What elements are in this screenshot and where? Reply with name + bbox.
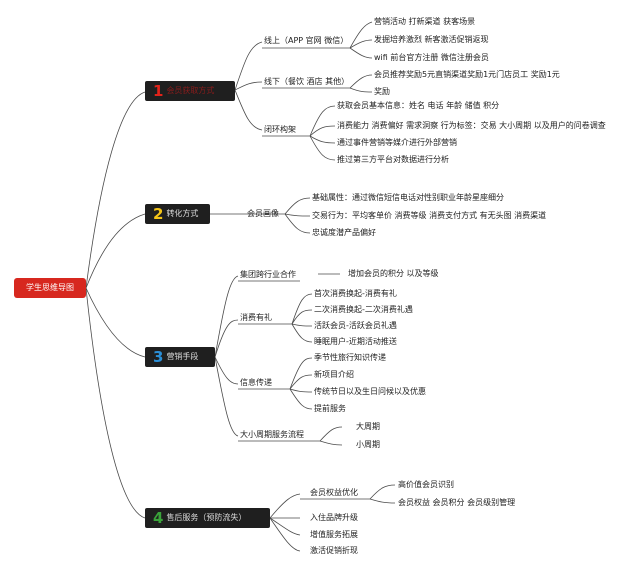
leaf-consume-3[interactable]: 活跃会员-活跃会员礼遇 (314, 321, 397, 330)
leaf-rights-1[interactable]: 高价值会员识别 (398, 480, 454, 489)
node-consume-gift[interactable]: 消费有礼 (240, 313, 272, 322)
node-group-cooperation[interactable]: 集团跨行业合作 (240, 270, 296, 279)
leaf-online-1[interactable]: 营销活动 打新渠道 获客场景 (374, 17, 476, 26)
leaf-closed-3[interactable]: 通过事件营销等媒介进行外部营销 (337, 138, 457, 147)
branch-3-number: 3 (153, 348, 164, 366)
node-closed-loop[interactable]: 闭环构架 (264, 125, 296, 134)
leaf-group-1[interactable]: 增加会员的积分 以及等级 (348, 269, 439, 278)
leaf-info-1[interactable]: 季节性旅行知识传递 (314, 353, 386, 362)
root-node[interactable]: 学生思维导图 (14, 278, 86, 298)
branch-4-label: 售后服务（预防流失） (166, 513, 247, 522)
leaf-closed-4[interactable]: 推过第三方平台对数据进行分析 (337, 155, 449, 164)
branch-2-number: 2 (153, 205, 164, 223)
branch-3-label: 营销手段 (166, 352, 199, 361)
leaf-info-2[interactable]: 新项目介绍 (314, 370, 354, 379)
leaf-info-3[interactable]: 传统节日以及生日问候以及优惠 (314, 387, 426, 396)
connector-root-b4 (85, 287, 146, 519)
leaf-info-4[interactable]: 提前服务 (314, 404, 346, 413)
node-info-delivery[interactable]: 信息传递 (240, 378, 272, 387)
leaf-online-3[interactable]: wifi 前台官方注册 微信注册会员 (374, 53, 489, 62)
connector-root-b2 (85, 213, 146, 289)
leaf-cycle-1[interactable]: 大周期 (356, 422, 380, 431)
leaf-cycle-2[interactable]: 小周期 (356, 440, 380, 449)
leaf-closed-2[interactable]: 消费能力 消费偏好 需求洞察 行为标签：交易 大小周期 以及用户的问卷调查 (337, 121, 606, 130)
leaf-consume-4[interactable]: 睡眠用户-近期活动推送 (314, 337, 397, 346)
leaf-online-2[interactable]: 发掘培养激烈 新客激活促销返现 (374, 35, 489, 44)
leaf-portrait-2[interactable]: 交易行为：平均客单价 消费等级 消费支付方式 有无头图 消费渠道 (312, 211, 547, 220)
leaf-rights-2[interactable]: 会员权益 会员积分 会员级别管理 (398, 498, 516, 507)
leaf-consume-1[interactable]: 首次消费换起-消费有礼 (314, 289, 397, 298)
leaf-portrait-1[interactable]: 基础属性：通过微信短信电话对性别职业年龄星座细分 (312, 193, 504, 202)
leaf-offline-2[interactable]: 奖励 (374, 87, 390, 96)
leaf-portrait-3[interactable]: 忠诚度潜产品偏好 (312, 228, 376, 237)
node-offline[interactable]: 线下（餐饮 酒店 其他） (264, 77, 350, 86)
node-member-portrait[interactable]: 会员画像 (247, 209, 279, 218)
node-value-added[interactable]: 增值服务拓展 (310, 530, 358, 539)
node-promo-cashback[interactable]: 激活促销折现 (310, 546, 358, 555)
connector-root-b1 (85, 91, 146, 289)
node-rights-optimize[interactable]: 会员权益优化 (310, 488, 358, 497)
connector-root-b3 (85, 287, 146, 358)
branch-4-number: 4 (153, 509, 164, 527)
leaf-closed-1[interactable]: 获取会员基本信息：姓名 电话 年龄 储值 积分 (337, 101, 500, 110)
node-cycle-flow[interactable]: 大小周期服务流程 (240, 430, 304, 439)
node-online[interactable]: 线上（APP 官网 微信） (264, 36, 349, 45)
branch-1-number: 1 (153, 82, 164, 100)
branch-1-label: 会员获取方式 (166, 86, 215, 95)
leaf-offline-1[interactable]: 会员推荐奖励5元直销渠道奖励1元门店员工 奖励1元 (374, 70, 560, 79)
node-brand-upgrade[interactable]: 入住品牌升级 (310, 513, 358, 522)
branch-2-label: 转化方式 (166, 209, 199, 218)
leaf-consume-2[interactable]: 二次消费换起-二次消费礼遇 (314, 305, 413, 314)
